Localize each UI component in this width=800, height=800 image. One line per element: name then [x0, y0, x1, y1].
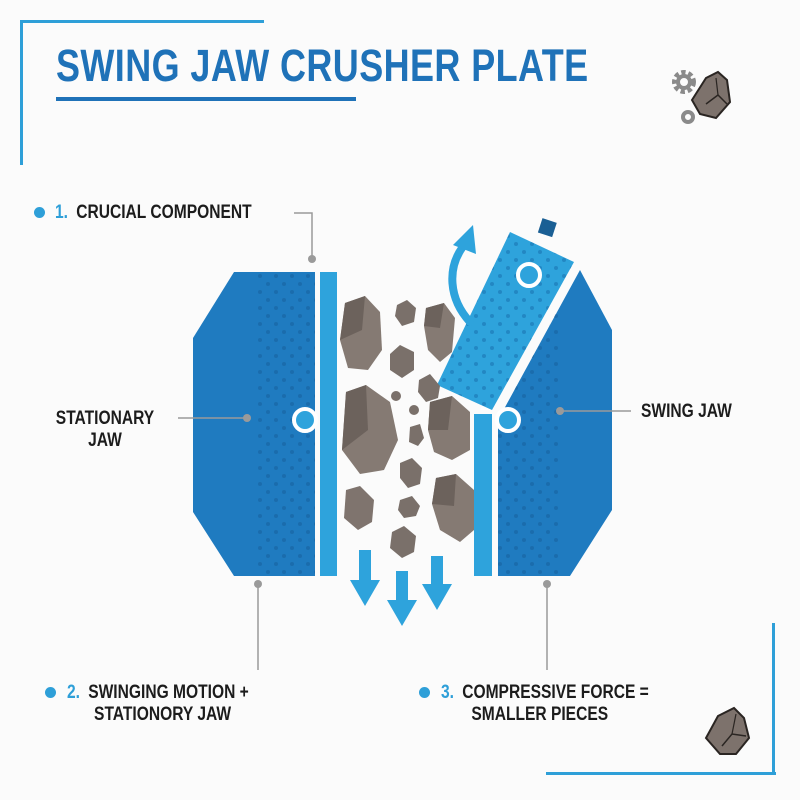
rock-small: [390, 526, 416, 558]
swing-jaw-label: SWING JAW: [641, 401, 732, 422]
callout-1-bullet: [34, 207, 45, 218]
rock-pebble: [409, 405, 419, 415]
rock-large: [340, 296, 382, 370]
callout-1: 1. CRUCIAL COMPONENT: [55, 202, 252, 224]
rock-small: [400, 458, 422, 488]
stationary-jaw-leader: [178, 414, 251, 422]
rock-small: [395, 300, 416, 326]
callout-2-number: 2.: [67, 682, 81, 703]
callout-3: 3. COMPRESSIVE FORCE = SMALLER PIECES: [441, 682, 649, 726]
gear-icon: [672, 70, 696, 94]
rock-large: [432, 474, 474, 542]
callout-2-line1: SWINGING MOTION +: [88, 682, 249, 703]
rock-large: [342, 385, 398, 474]
callout-3-number: 3.: [441, 682, 455, 703]
page-title: SWING JAW CRUSHER PLATE: [56, 40, 589, 91]
rock-icon: [690, 70, 732, 120]
frame-bottom-right-horizontal: [546, 772, 776, 775]
callout-2-bullet: [45, 687, 56, 698]
rock-large: [428, 396, 470, 460]
frame-top-left-vertical: [20, 20, 23, 165]
swing-jaw-leader: [556, 407, 631, 415]
rock-small: [418, 374, 440, 402]
rock-pebble: [391, 391, 401, 401]
stationary-jaw-label: STATIONARY JAW: [52, 408, 159, 452]
stationary-jaw-label-line2: JAW: [88, 430, 122, 451]
rock-medium: [344, 486, 374, 530]
down-arrow-icon: [350, 550, 380, 606]
callout-2-leader: [254, 580, 262, 670]
rock-small: [390, 345, 414, 378]
frame-bottom-right-vertical: [772, 623, 775, 775]
down-arrow-icon: [387, 571, 417, 626]
stationary-jaw: [193, 272, 337, 576]
callout-1-number: 1.: [55, 202, 69, 223]
callout-2: 2. SWINGING MOTION + STATIONORY JAW: [67, 682, 249, 726]
stationary-jaw-label-line1: STATIONARY: [55, 408, 155, 429]
callout-1-text: CRUCIAL COMPONENT: [76, 202, 252, 223]
swing-arrow-icon: [448, 225, 476, 326]
callout-3-line2: SMALLER PIECES: [471, 704, 609, 725]
washer-icon: [681, 110, 695, 124]
callout-2-line2: STATIONORY JAW: [94, 704, 232, 725]
frame-top-left-horizontal: [20, 20, 264, 23]
rock-small: [398, 496, 420, 518]
callout-1-leader: [294, 212, 316, 263]
rock-large: [424, 303, 455, 362]
title-underline: [56, 97, 356, 101]
callout-3-line1: COMPRESSIVE FORCE =: [462, 682, 649, 703]
down-arrow-icon: [422, 556, 452, 610]
callout-3-bullet: [419, 687, 430, 698]
rocks: [340, 296, 474, 558]
swing-plate: [437, 218, 574, 433]
rock-small: [409, 424, 424, 446]
rock-icon: [704, 706, 751, 755]
callout-3-leader: [543, 580, 551, 670]
